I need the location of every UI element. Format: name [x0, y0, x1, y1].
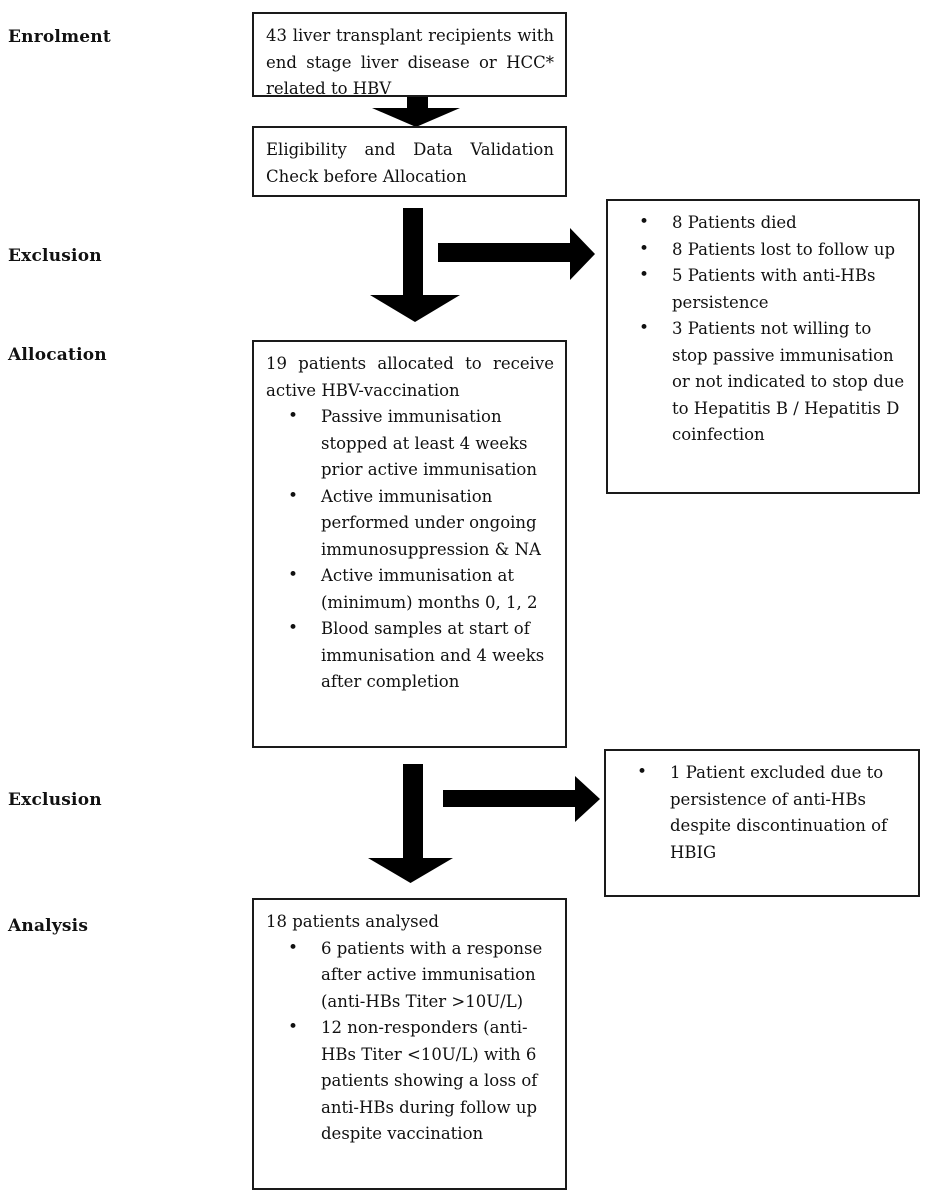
list-item: Active immunisation performed under ongo…	[288, 483, 557, 564]
down-arrow-enrolment-to-eligibility	[372, 97, 460, 127]
list-item: 8 Patients died	[639, 209, 910, 237]
down-arrow-allocation-to-analysis	[368, 764, 453, 883]
lower-exclusion-box: 1 Patient excluded due to persistence of…	[604, 749, 920, 897]
enrolment-box-text: 43 liver transplant recipients with end …	[266, 26, 554, 98]
allocation-box: 19 patients allocated to receive active …	[252, 340, 567, 748]
analysis-box: 18 patients analysed 6 patients with a r…	[252, 898, 567, 1190]
enrolment-box: 43 liver transplant recipients with end …	[252, 12, 567, 98]
eligibility-box: Eligibility and Data Validation Check be…	[252, 126, 567, 197]
stage-label-allocation: Allocation	[8, 345, 107, 365]
analysis-box-title: 18 patients analysed	[266, 912, 439, 931]
stage-label-exclusion-upper: Exclusion	[8, 246, 102, 266]
list-item: 3 Patients not willing to stop passive i…	[639, 315, 910, 449]
allocation-list: Passive immunisation stopped at least 4 …	[254, 403, 565, 696]
stage-label-exclusion-lower: Exclusion	[8, 790, 102, 810]
analysis-list: 6 patients with a response after active …	[254, 935, 565, 1148]
right-arrow-to-lower-exclusion	[443, 776, 600, 822]
list-item: 5 Patients with anti-HBs persistence	[639, 262, 910, 316]
list-item: 12 non-responders (anti-HBs Titer <10U/L…	[288, 1014, 557, 1148]
allocation-box-title: 19 patients allocated to receive active …	[266, 354, 554, 400]
down-arrow-eligibility-to-allocation	[370, 208, 460, 322]
stage-label-enrolment: Enrolment	[8, 27, 111, 47]
list-item: 6 patients with a response after active …	[288, 935, 557, 1016]
right-arrow-to-upper-exclusion	[438, 228, 595, 280]
upper-exclusion-list: 8 Patients died 8 Patients lost to follo…	[608, 201, 918, 449]
list-item: 8 Patients lost to follow up	[639, 236, 910, 264]
lower-exclusion-list: 1 Patient excluded due to persistence of…	[606, 751, 918, 866]
list-item: Active immunisation at (minimum) months …	[288, 562, 557, 616]
eligibility-box-text: Eligibility and Data Validation Check be…	[266, 140, 554, 186]
upper-exclusion-box: 8 Patients died 8 Patients lost to follo…	[606, 199, 920, 494]
stage-label-analysis: Analysis	[8, 916, 89, 936]
list-item: 1 Patient excluded due to persistence of…	[637, 759, 910, 866]
list-item: Passive immunisation stopped at least 4 …	[288, 403, 557, 484]
list-item: Blood samples at start of immunisation a…	[288, 615, 557, 696]
